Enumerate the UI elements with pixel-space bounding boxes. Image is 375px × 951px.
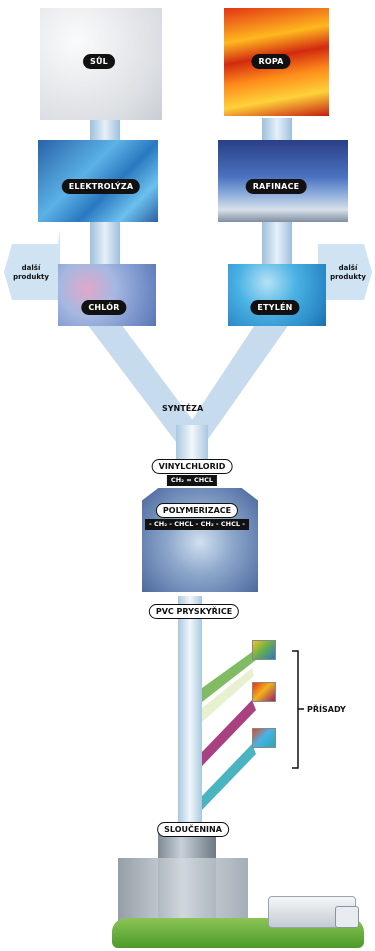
etylen-image <box>228 264 326 326</box>
pipe-rafinace-etylen <box>262 220 292 266</box>
pipe-left-byproducts <box>4 230 60 300</box>
pipe-main-stem <box>178 596 202 826</box>
pipe-sul-elektrolyza <box>90 118 120 142</box>
right-byproducts-line2: produkty <box>330 273 366 281</box>
pvc-label: PVC PRYSKYŘICE <box>148 604 240 619</box>
sul-label: SŮL <box>83 54 115 69</box>
additive-thumbnail-2 <box>252 682 276 702</box>
rafinace-label: RAFINACE <box>245 179 307 194</box>
pipe-additive-1 <box>202 652 256 702</box>
left-byproducts-line2: produkty <box>13 273 49 281</box>
pipe-additive-2 <box>202 668 254 722</box>
chlor-image <box>58 264 156 326</box>
pipe-additive-3 <box>202 744 256 810</box>
synteza-label: SYNTÉZA <box>162 404 204 413</box>
right-byproducts-label: další produkty <box>323 264 373 282</box>
prisady-bracket <box>292 650 304 769</box>
vinylchlorid-formula: CH₂ = CHCL <box>166 475 218 486</box>
prisady-label: PŘÍSADY <box>307 705 346 714</box>
pipe-additive-2b <box>202 700 256 766</box>
polymerizace-formula: - CH₂ - CHCL - CH₂ - CHCL - <box>145 519 249 530</box>
left-byproducts-label: další produkty <box>6 264 56 282</box>
additive-thumbnail-3 <box>252 728 276 748</box>
vinylchlorid-label: VINYLCHLORID <box>151 459 233 474</box>
right-byproducts-line1: další <box>338 264 358 272</box>
etylen-label: ETYLÉN <box>250 300 300 315</box>
pipe-elektrolyza-chlor <box>90 220 120 266</box>
truck-cab <box>335 906 359 928</box>
left-byproducts-line1: další <box>21 264 41 272</box>
pipe-synteza-vinylchlorid <box>176 425 208 461</box>
ropa-label: ROPA <box>251 54 291 69</box>
pipe-right-byproducts <box>318 230 372 300</box>
additive-thumbnail-1 <box>252 640 276 660</box>
pipe-ropa-rafinace <box>262 118 292 142</box>
pipe-etylen-synteza <box>184 320 292 442</box>
chlor-label: CHLÓR <box>81 300 127 315</box>
polymerizace-label: POLYMERIZACE <box>155 503 239 518</box>
elektrolyza-label: ELEKTROLÝZA <box>61 179 141 194</box>
slouceni-label: SLOUČENINA <box>157 822 229 837</box>
pipe-chlor-synteza <box>84 320 200 442</box>
